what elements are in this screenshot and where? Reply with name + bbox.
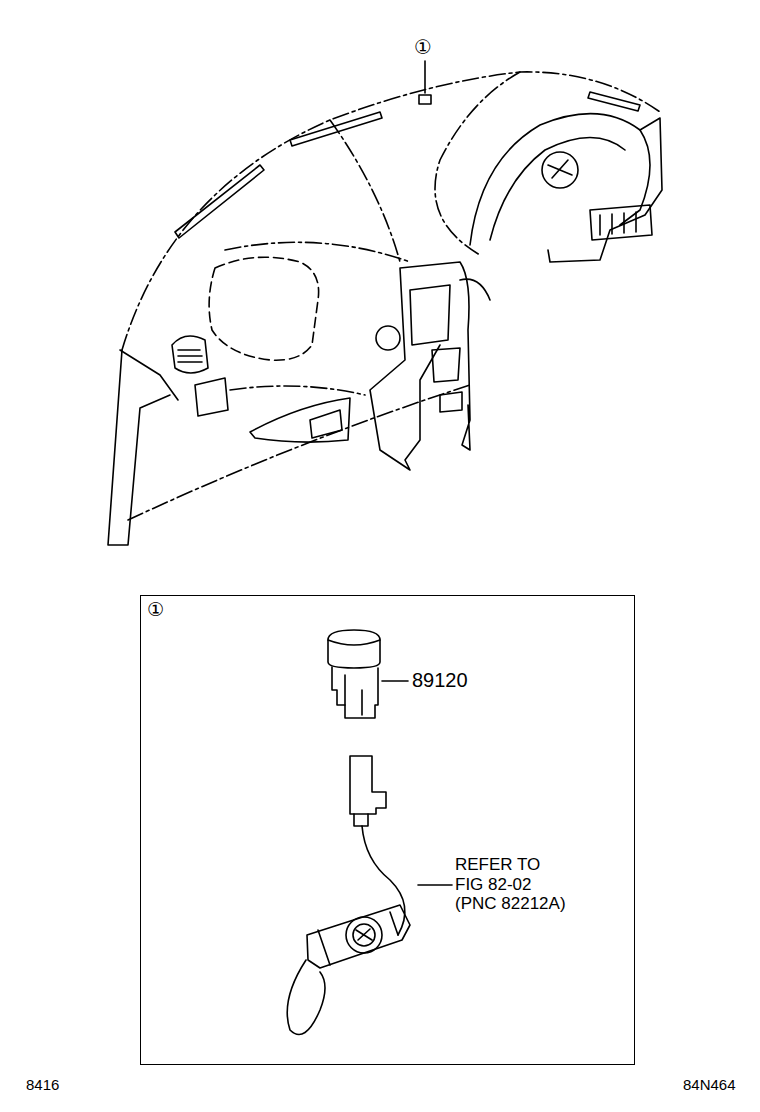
inset-frame: ① — [140, 595, 635, 1065]
reference-note: REFER TO FIG 82-02 (PNC 82212A) — [455, 855, 573, 914]
figure-code: 8416 — [26, 1076, 59, 1093]
callout-number: ① — [414, 36, 432, 59]
figure-code: 84N464 — [683, 1076, 736, 1093]
callout-number: ① — [147, 599, 164, 620]
part-number: 89120 — [412, 669, 468, 692]
